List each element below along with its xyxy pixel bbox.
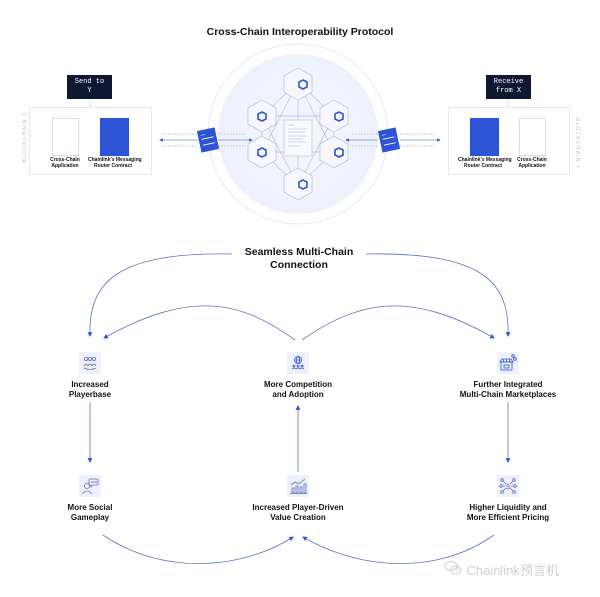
left-transfer-lines: [162, 133, 246, 147]
send-terminal-line2: Y: [87, 87, 92, 95]
node-liquidity: Higher Liquidity and More Efficient Pric…: [466, 503, 550, 522]
node-playerbase: Increased Playerbase: [68, 380, 112, 399]
hex-node-upper-right: [319, 99, 349, 133]
left-app-document: [52, 118, 79, 156]
receive-terminal-line1: Receive: [493, 78, 524, 86]
watermark: Chainlink预言机: [444, 560, 559, 581]
left-router-document: [100, 118, 129, 156]
right-router-label: Chainlink's Messaging Router Contract: [458, 157, 512, 169]
flow-arrows: [87, 253, 511, 564]
hex-node-bottom: [283, 167, 313, 201]
left-router-label: Chainlink's Messaging Router Contract: [88, 157, 142, 169]
send-terminal: Send to Y: [67, 75, 112, 99]
network-nodes-icon: $: [497, 475, 519, 497]
blockchain-y-box: [448, 107, 570, 175]
left-app-label: Cross-Chain Application: [50, 157, 80, 169]
node-marketplaces: Further Integrated Multi-Chain Marketpla…: [459, 380, 557, 399]
right-app-label: Cross-Chain Application: [517, 157, 547, 169]
arrow-title-to-marketplaces: [365, 253, 511, 337]
receive-terminal: Receive from X: [486, 75, 531, 99]
network-nodes: [247, 67, 349, 201]
arrow-competition-to-playerbase: [103, 305, 296, 341]
node-value: Increased Player-Driven Value Creation: [252, 503, 344, 522]
blockchain-x-box: [29, 107, 152, 175]
hex-node-top: [283, 67, 313, 101]
growth-chart-icon: [287, 475, 309, 497]
hex-node-lower-left: [247, 135, 277, 169]
arrow-social-to-value: [102, 534, 294, 564]
left-message-packet: [196, 127, 220, 153]
storefront-icon: [497, 352, 519, 374]
node-social: More Social Gameplay: [67, 503, 113, 522]
right-app-document: [519, 118, 546, 156]
blockchain-y-label: BLOCKCHAIN Y: [574, 118, 580, 170]
send-terminal-line1: Send to: [74, 78, 105, 86]
svg-text:$: $: [506, 484, 510, 491]
arrow-title-to-playerbase: [87, 253, 233, 337]
arrow-competition-to-marketplaces: [301, 305, 495, 341]
arrow-liquidity-to-value: [302, 534, 495, 564]
chat-person-icon: [79, 475, 101, 497]
node-competition: More Competition and Adoption: [264, 380, 332, 399]
watermark-text: Chainlink预言机: [466, 563, 559, 578]
right-transfer-lines: [352, 133, 436, 147]
hex-node-upper-left: [247, 99, 277, 133]
right-message-packet: [377, 127, 401, 153]
hex-node-lower-right: [319, 135, 349, 169]
wechat-icon: [444, 560, 462, 581]
protocol-title: Cross-Chain Interoperability Protocol: [206, 26, 394, 38]
right-router-document: [470, 118, 499, 156]
flow-title: Seamless Multi-Chain Connection: [244, 246, 354, 271]
people-group-icon: [79, 352, 101, 374]
central-contract-document: [283, 119, 313, 157]
receive-terminal-line2: from X: [495, 87, 522, 95]
globe-people-icon: [287, 352, 309, 374]
blockchain-x-label: BLOCKCHAIN X: [22, 111, 28, 163]
